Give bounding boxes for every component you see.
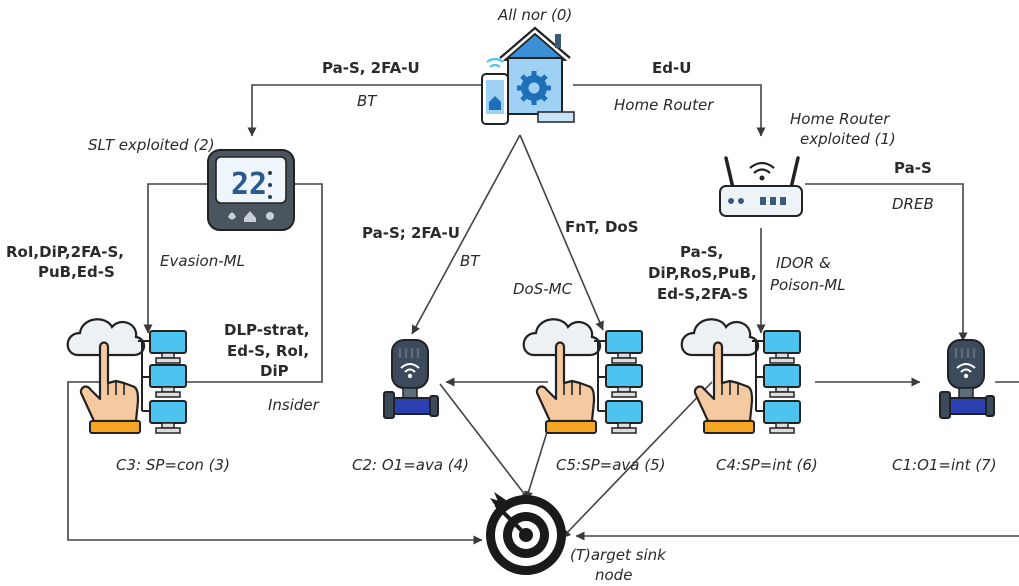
smart-valve-icon-c2: [382, 338, 440, 420]
edge-top-to-c5: [519, 134, 604, 331]
network-touch-icon-c5: [522, 318, 644, 435]
edge-label-router-to-c4-channel-1: IDOR &: [776, 254, 831, 272]
edge-label-slt-to-c3-channel: Evasion-ML: [160, 252, 245, 270]
node-label-c2: C2: O1=ava (4): [352, 456, 469, 474]
edge-label-to-c5-channel: DoS-MC: [513, 280, 573, 298]
edge-label-top-right: Ed-U: [652, 59, 691, 77]
network-touch-icon-c3: [66, 318, 188, 435]
node-label-c5: C5:SP=ava (5): [556, 456, 665, 474]
edge-label-to-c5: FnT, DoS: [565, 218, 639, 236]
edge-top-to-router: [573, 84, 766, 137]
edge-c2-to-target: [439, 383, 530, 501]
smart-home-icon: [481, 26, 575, 125]
edge-c4-to-target: [561, 381, 713, 539]
edge-label-to-c2-channel: BT: [460, 252, 481, 270]
edge-label-router-to-c1-channel: DREB: [892, 195, 934, 213]
smart-valve-icon-c1: [938, 338, 996, 420]
thermostat-icon: 22: [207, 149, 295, 231]
edge-label-insider-3: DiP: [260, 362, 289, 380]
node-label-all-nor: All nor (0): [497, 6, 572, 24]
edge-label-insider-2: Ed-S, RoI,: [227, 342, 309, 360]
node-label-c1: C1:O1=int (7): [892, 456, 997, 474]
edge-label-slt-to-c3-2: PuB,Ed-S: [38, 263, 115, 281]
edge-label-top-right-channel: Home Router: [614, 96, 714, 114]
edge-label-insider-1: DLP-strat,: [224, 321, 309, 339]
node-label-router-exploited-2: exploited (1): [800, 130, 896, 148]
router-icon: [719, 156, 803, 217]
edge-router-to-c1: [805, 183, 968, 342]
edge-label-router-to-c4-3: Ed-S,2FA-S: [657, 285, 748, 303]
edge-top-to-slt: [247, 84, 482, 137]
edge-label-insider-channel: Insider: [268, 396, 320, 414]
node-label-target-2: node: [595, 566, 632, 584]
edge-top-to-c2: [411, 134, 521, 335]
edge-c3-to-target: [67, 381, 483, 545]
edge-insider-to-c3: [177, 183, 323, 387]
edge-label-router-to-c4-2: DiP,RoS,PuB,: [648, 264, 757, 282]
edge-label-top-left: Pa-S, 2FA-U: [322, 59, 420, 77]
target-icon: [486, 492, 566, 575]
edge-c1-to-target: [576, 381, 1019, 536]
edge-label-router-to-c4-1: Pa-S,: [680, 243, 723, 261]
node-label-router-exploited-1: Home Router: [790, 110, 890, 128]
network-touch-icon-c4: [680, 318, 802, 435]
edge-label-to-c2: Pa-S; 2FA-U: [362, 224, 460, 242]
edge-label-router-to-c4-channel-2: Poison-ML: [770, 276, 846, 294]
edge-label-router-to-c1: Pa-S: [894, 159, 932, 177]
thermostat-display: 22: [231, 167, 267, 202]
node-label-slt-exploited: SLT exploited (2): [88, 136, 215, 154]
edge-slt-to-c3: [143, 183, 207, 334]
edge-label-slt-to-c3-1: RoI,DiP,2FA-S,: [6, 243, 124, 261]
node-label-target-1: (T)arget sink: [570, 546, 667, 564]
node-label-c3: C3: SP=con (3): [116, 456, 230, 474]
node-label-c4: C4:SP=int (6): [716, 456, 818, 474]
edge-label-top-left-channel: BT: [357, 92, 378, 110]
